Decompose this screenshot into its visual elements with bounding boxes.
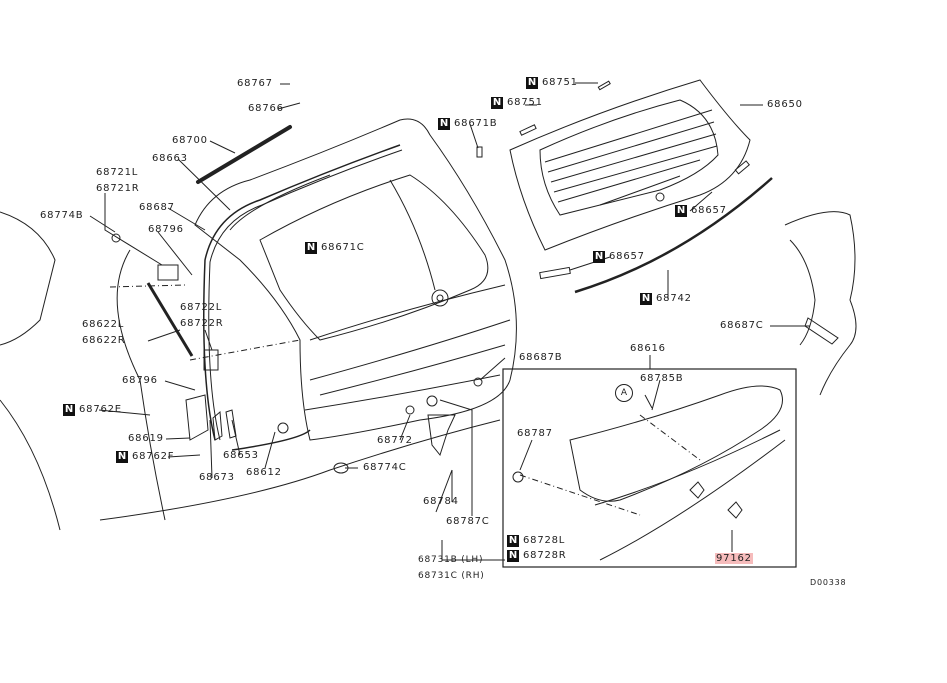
part-number: 68751 (542, 77, 578, 88)
part-label-68728r[interactable]: N 68728R (507, 550, 567, 562)
part-label-68619[interactable]: 68619 (128, 433, 164, 444)
part-label-68774b[interactable]: 68774B (40, 210, 84, 221)
part-number: 68671C (321, 242, 365, 253)
part-label-68787c[interactable]: 68787C (446, 516, 490, 527)
part-label-68616[interactable]: 68616 (630, 343, 666, 354)
part-label-68784[interactable]: 68784 (423, 496, 459, 507)
new-part-badge: N (526, 77, 538, 89)
part-number: 68728R (523, 550, 567, 561)
part-label-68731b[interactable]: 68731B (LH) (418, 555, 484, 565)
part-label-68722l[interactable]: 68722L (180, 302, 223, 313)
part-label-68766[interactable]: 68766 (248, 103, 284, 114)
callout-a: A (615, 384, 633, 402)
part-label-68687[interactable]: 68687 (139, 202, 175, 213)
new-part-badge: N (640, 293, 652, 305)
new-part-badge: N (116, 451, 128, 463)
part-label-68612[interactable]: 68612 (246, 467, 282, 478)
part-label-68751[interactable]: N 68751 (491, 97, 543, 109)
part-label-68657[interactable]: N 68657 (593, 251, 645, 263)
part-label-68731c[interactable]: 68731C (RH) (418, 571, 485, 581)
part-label-68742[interactable]: N 68742 (640, 293, 692, 305)
diagram-id: D00338 (810, 578, 847, 587)
part-label-68673[interactable]: 68673 (199, 472, 235, 483)
part-number: 68728L (523, 535, 566, 546)
part-label-68774c[interactable]: 68774C (363, 462, 407, 473)
part-label-68787[interactable]: 68787 (517, 428, 553, 439)
new-part-badge: N (507, 550, 519, 562)
part-label-68622r[interactable]: 68622R (82, 335, 126, 346)
part-number: 68657 (609, 251, 645, 262)
part-label-68671b[interactable]: N 68671B (438, 118, 497, 130)
part-label-68687c[interactable]: 68687C (720, 320, 764, 331)
part-label-68762f[interactable]: N 68762F (116, 451, 174, 463)
new-part-badge: N (507, 535, 519, 547)
part-label-68785b[interactable]: 68785B (640, 373, 684, 384)
part-number: 68742 (656, 293, 692, 304)
part-label-68687b[interactable]: 68687B (519, 352, 563, 363)
part-label-68657[interactable]: N 68657 (675, 205, 727, 217)
part-label-68653[interactable]: 68653 (223, 450, 259, 461)
new-part-badge: N (491, 97, 503, 109)
part-label-97162-highlighted[interactable]: 97162 (715, 553, 753, 565)
part-number: 68762F (132, 451, 175, 462)
part-label-68622l[interactable]: 68622L (82, 319, 125, 330)
part-label-68796[interactable]: 68796 (148, 224, 184, 235)
part-label-68728l[interactable]: N 68728L (507, 535, 565, 547)
part-label-68796[interactable]: 68796 (122, 375, 158, 386)
new-part-badge: N (593, 251, 605, 263)
part-label-68650[interactable]: 68650 (767, 99, 803, 110)
part-number: 68751 (507, 97, 543, 108)
part-number: 68671B (454, 118, 498, 129)
new-part-badge: N (63, 404, 75, 416)
new-part-badge: N (305, 242, 317, 254)
part-number: 97162 (715, 553, 753, 564)
new-part-badge: N (438, 118, 450, 130)
part-label-68751[interactable]: N 68751 (526, 77, 578, 89)
part-label-68721r[interactable]: 68721R (96, 183, 140, 194)
part-number: 68762E (79, 404, 122, 415)
part-label-68722r[interactable]: 68722R (180, 318, 224, 329)
new-part-badge: N (675, 205, 687, 217)
part-label-68721l[interactable]: 68721L (96, 167, 139, 178)
part-label-68663[interactable]: 68663 (152, 153, 188, 164)
part-label-68767[interactable]: 68767 (237, 78, 273, 89)
part-label-68700[interactable]: 68700 (172, 135, 208, 146)
part-label-68772[interactable]: 68772 (377, 435, 413, 446)
part-number: 68657 (691, 205, 727, 216)
part-label-68671c[interactable]: N 68671C (305, 242, 365, 254)
part-label-68762e[interactable]: N 68762E (63, 404, 122, 416)
